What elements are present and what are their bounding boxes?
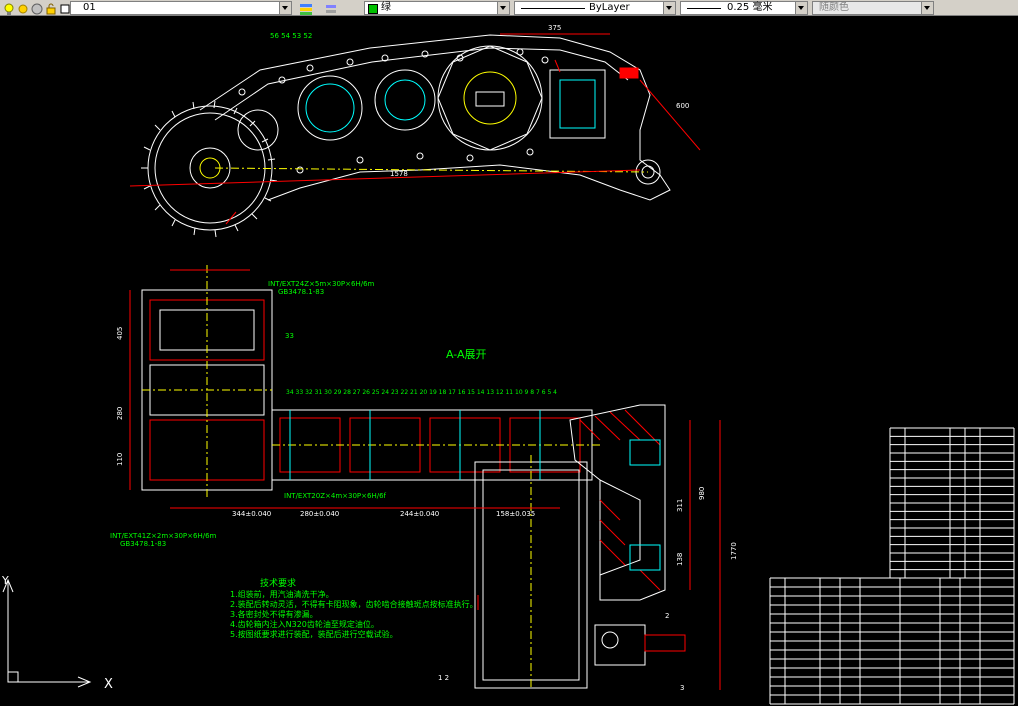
drawing-canvas[interactable]: 1578 375 600 56 54 53 52 [0, 16, 1018, 706]
layer-color-icon[interactable] [58, 1, 72, 15]
section-view [129, 265, 721, 690]
linetype-value: ByLayer [589, 2, 630, 13]
label-33: 33 [285, 332, 294, 340]
tech-req-item: 3.各密封处不得有渗漏。 [230, 610, 318, 619]
dim-top-length: 1578 [390, 170, 408, 178]
dim-right-mid: 980 [698, 487, 706, 500]
dim-bottom-3: 244±0.040 [400, 510, 439, 518]
tech-req-item: 2.装配后转动灵活，不得有卡阻现象，齿轮啮合接触斑点按标准执行。 [230, 600, 478, 609]
dim-top-width: 375 [548, 24, 561, 32]
label-2: 2 [665, 612, 669, 620]
linetype-preview [521, 8, 585, 9]
chevron-down-icon[interactable] [663, 2, 675, 14]
chevron-down-icon[interactable] [795, 2, 807, 14]
dim-top-height: 600 [676, 102, 689, 110]
section-view-title: A-A展开 [446, 348, 487, 361]
layer-dropdown[interactable]: 01 [70, 1, 292, 15]
spline-note-top: INT/EXT24Z×5m×30P×6H/6m [268, 280, 375, 288]
dim-left-2: 280 [116, 407, 124, 420]
spline-note-bottom: INT/EXT41Z×2m×30P×6H/6m [110, 532, 217, 540]
tech-req-item: 5.按图纸要求进行装配，装配后进行空载试验。 [230, 630, 398, 639]
layer-states-icon[interactable] [298, 1, 316, 15]
ucs-icon [2, 578, 92, 688]
tech-requirements: 技术要求 1.组装前，用汽油清洗干净。 2.装配后转动灵活，不得有卡阻现象，齿轮… [230, 578, 478, 640]
label-bottom: 1 2 [438, 674, 449, 682]
bom-table [769, 427, 1015, 705]
dim-right-total: 1770 [730, 542, 738, 560]
color-dropdown[interactable]: 绿 [364, 1, 510, 15]
lineweight-value: 0.25 毫米 [727, 2, 773, 13]
dim-bottom-2: 280±0.040 [300, 510, 339, 518]
dim-right-small: 311 [676, 499, 684, 512]
layer-previous-icon[interactable] [322, 1, 340, 15]
lock-icon[interactable] [44, 1, 58, 15]
plotstyle-dropdown[interactable]: 随颜色 [812, 1, 934, 15]
part-numbers-top: 56 54 53 52 [270, 32, 312, 40]
chevron-down-icon[interactable] [921, 2, 933, 14]
cad-drawing: 1578 375 600 56 54 53 52 [1, 24, 1015, 705]
sun-icon[interactable] [16, 1, 30, 15]
tech-req-item: 4.齿轮箱内注入N320齿轮油至规定油位。 [230, 620, 379, 629]
chevron-down-icon[interactable] [497, 2, 509, 14]
layer-name: 01 [83, 2, 96, 13]
tech-req-item: 1.组装前，用汽油清洗干净。 [230, 590, 334, 599]
chevron-down-icon[interactable] [279, 2, 291, 14]
color-value: 绿 [381, 2, 391, 13]
linetype-dropdown[interactable]: ByLayer [514, 1, 676, 15]
tech-req-title: 技术要求 [260, 579, 297, 589]
spline-note-bottom-std: GB3478.1-83 [120, 540, 167, 548]
dim-left-3: 110 [116, 453, 124, 466]
dim-bottom-1: 344±0.040 [232, 510, 271, 518]
lineweight-preview [687, 8, 721, 9]
spline-note-mid: INT/EXT20Z×4m×30P×6H/6f [284, 492, 386, 500]
freeze-icon[interactable] [30, 1, 44, 15]
lineweight-dropdown[interactable]: 0.25 毫米 [680, 1, 808, 15]
arm-housing-view [129, 33, 701, 238]
plotstyle-value: 随颜色 [819, 2, 849, 13]
lightbulb-icon[interactable] [2, 1, 16, 15]
color-swatch [368, 4, 378, 14]
label-3: 3 [680, 684, 684, 692]
dim-left-1: 405 [116, 327, 124, 340]
ucs-y-label: Y [1, 574, 9, 587]
part-numbers-row: 34 33 32 31 30 29 28 27 26 25 24 23 22 2… [286, 389, 557, 396]
dim-right-bot: 138 [676, 553, 684, 566]
ucs-x-label: X [104, 677, 113, 692]
dim-bottom-4: 158±0.035 [496, 510, 535, 518]
spline-note-top-std: GB3478.1-83 [278, 288, 325, 296]
properties-toolbar: 01 绿 ByLayer 0.25 毫米 随颜色 [0, 0, 1018, 16]
